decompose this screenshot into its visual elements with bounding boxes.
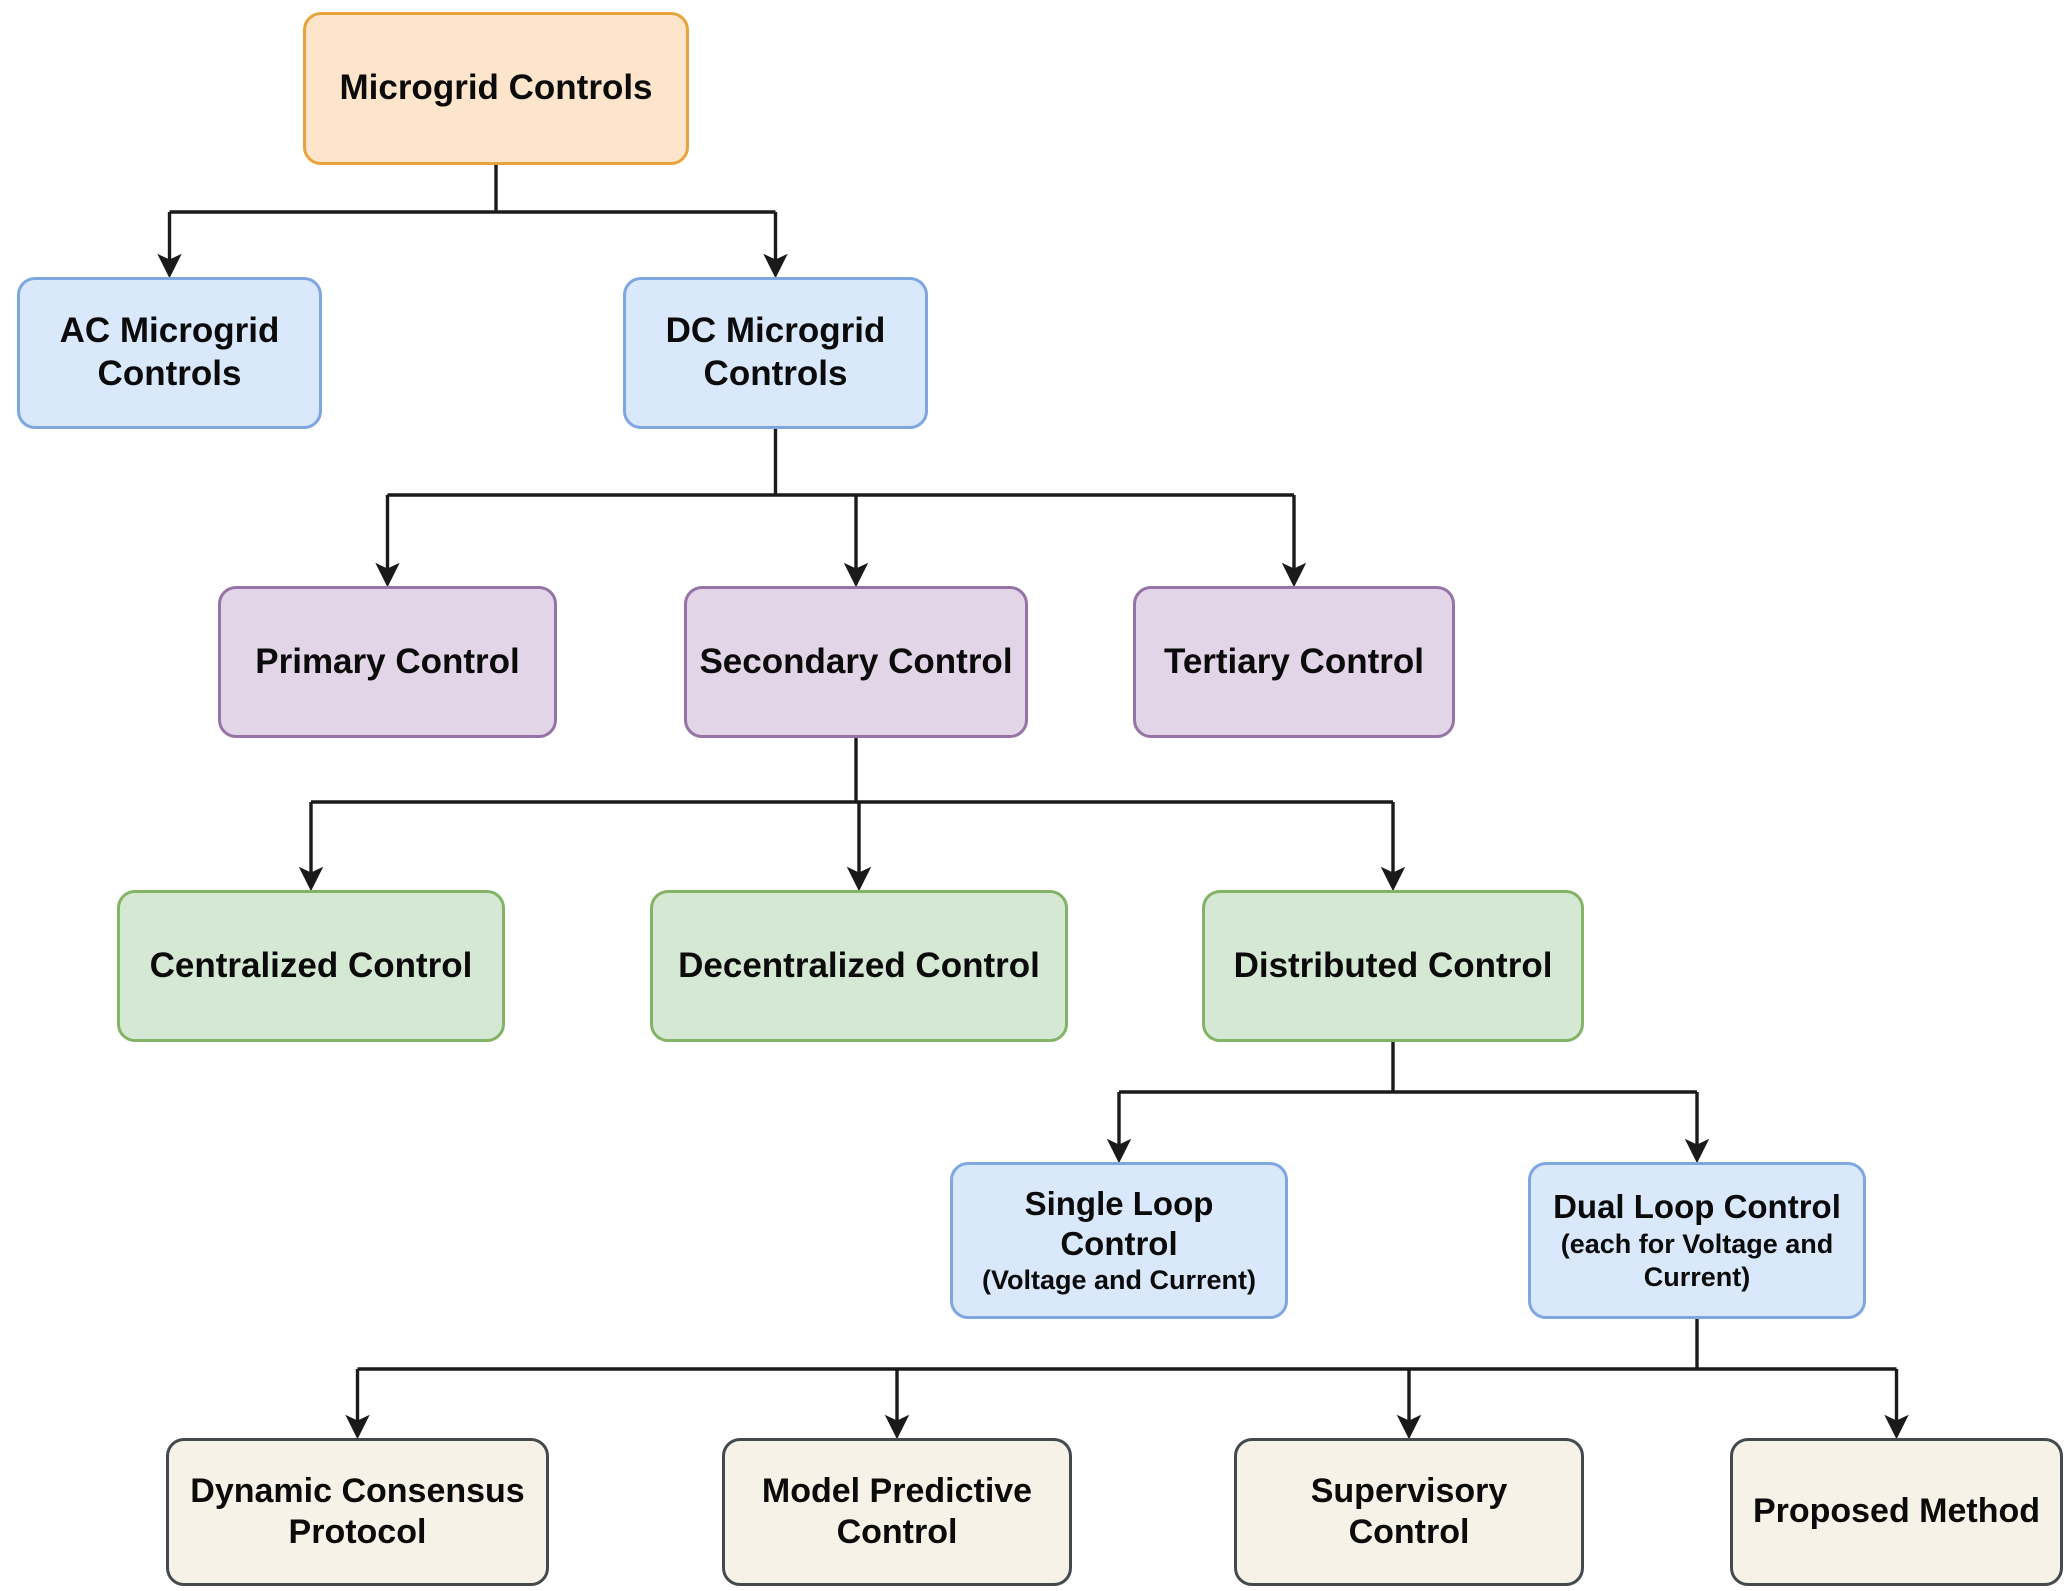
- node-label: Single Loop Control: [1024, 1184, 1214, 1263]
- node-distributed-control[interactable]: Distributed Control: [1202, 890, 1584, 1042]
- node-primary-control[interactable]: Primary Control: [218, 586, 557, 738]
- node-label: Supervisory Control: [1310, 1471, 1508, 1551]
- node-label: Dynamic Consensus Protocol: [190, 1471, 525, 1551]
- node-proposed-method[interactable]: Proposed Method: [1730, 1438, 2063, 1586]
- node-label: Secondary Control: [699, 641, 1013, 681]
- node-label: AC Microgrid Controls: [59, 311, 280, 393]
- node-dynamic-consensus-protocol[interactable]: Dynamic Consensus Protocol: [166, 1438, 549, 1586]
- node-supervisory-control[interactable]: Supervisory Control: [1234, 1438, 1584, 1586]
- node-label: Primary Control: [255, 641, 520, 681]
- node-label: Proposed Method: [1752, 1492, 2041, 1531]
- node-sublabel: (each for Voltage and Current): [1560, 1228, 1834, 1292]
- node-decentralized-control[interactable]: Decentralized Control: [650, 890, 1068, 1042]
- node-ac-microgrid-controls[interactable]: AC Microgrid Controls: [17, 277, 322, 429]
- node-label: Dual Loop Control: [1553, 1188, 1841, 1226]
- node-label: Decentralized Control: [678, 945, 1040, 985]
- node-label: Model Predictive Control: [761, 1471, 1033, 1551]
- node-label: Distributed Control: [1233, 945, 1553, 985]
- node-label: Centralized Control: [149, 945, 473, 985]
- node-model-predictive-control[interactable]: Model Predictive Control: [722, 1438, 1072, 1586]
- node-sublabel: (Voltage and Current): [981, 1265, 1256, 1296]
- node-microgrid-controls[interactable]: Microgrid Controls: [303, 12, 689, 165]
- node-label: Tertiary Control: [1164, 641, 1424, 681]
- node-single-loop-control[interactable]: Single Loop Control(Voltage and Current): [950, 1162, 1288, 1319]
- node-label: Microgrid Controls: [339, 68, 653, 108]
- node-centralized-control[interactable]: Centralized Control: [117, 890, 505, 1042]
- node-label: DC Microgrid Controls: [665, 311, 886, 393]
- node-secondary-control[interactable]: Secondary Control: [684, 586, 1028, 738]
- node-dual-loop-control[interactable]: Dual Loop Control(each for Voltage and C…: [1528, 1162, 1866, 1319]
- node-dc-microgrid-controls[interactable]: DC Microgrid Controls: [623, 277, 928, 429]
- node-tertiary-control[interactable]: Tertiary Control: [1133, 586, 1455, 738]
